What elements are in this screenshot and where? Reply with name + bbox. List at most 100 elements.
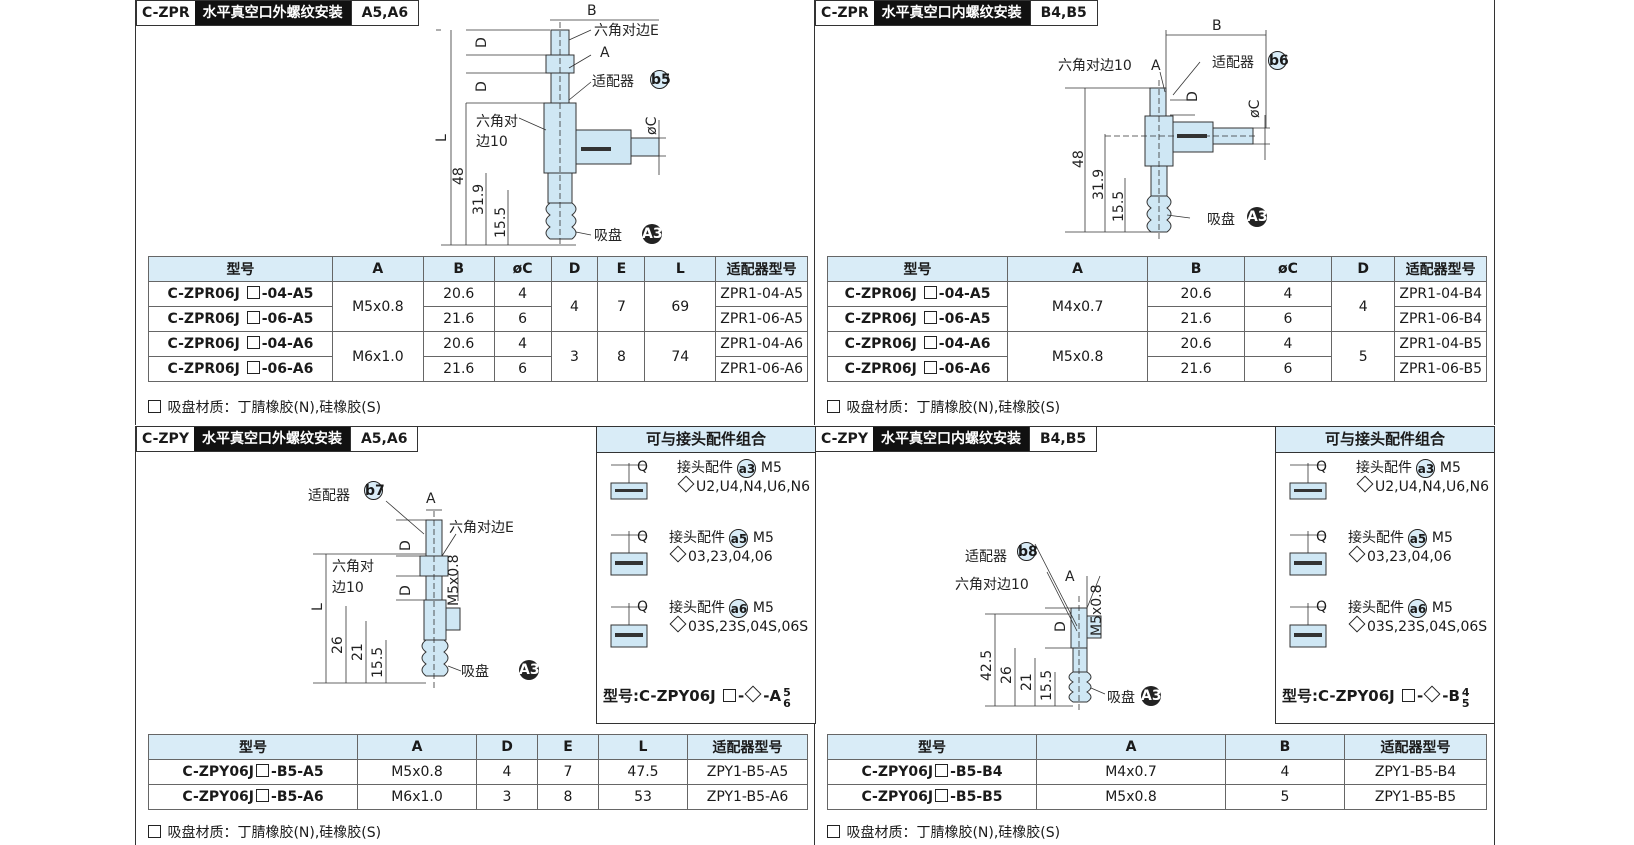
col-b: B [422, 256, 495, 282]
series-code: C-ZPR [142, 5, 190, 21]
cell-c: 6 [493, 306, 552, 332]
cell-c: 6 [1244, 356, 1332, 382]
col-e: E [537, 734, 599, 760]
dim-d1: D [398, 540, 414, 551]
adapter-badge: b6 [1268, 51, 1289, 70]
dim-oc: øC [644, 116, 660, 135]
panel-header: C-ZPY 水平真空口外螺纹安装 A5,A6 [136, 426, 419, 452]
combo-title: 可与接头配件组合 [1276, 427, 1494, 453]
adapter-badge: b7 [364, 481, 385, 500]
dim-d1: D [474, 37, 490, 48]
cell-b: 21.6 [1147, 306, 1246, 332]
table-row: C-ZPR06J -04-A6 M5x0.8 20.6 4 5 ZPR1-04-… [826, 331, 1487, 382]
col-adapter: 适配器型号 [1394, 256, 1487, 282]
panel-header: C-ZPR 水平真空口内螺纹安装 B4,B5 [815, 0, 1098, 26]
dim-a: A [426, 491, 436, 507]
col-d: D [1330, 256, 1396, 282]
cell-adapter: ZPR1-04-A5 [715, 281, 808, 307]
col-b: B [1225, 734, 1345, 760]
cell-b: 5 [1225, 784, 1345, 810]
cell-e: 7 [597, 281, 646, 332]
fitting-combo-box: 可与接头配件组合 Q 接头配件 a3 M5 U2,U4,N4,U6,N6 Q 接… [596, 426, 816, 724]
col-adapter: 适配器型号 [715, 256, 808, 282]
cell-a: M6x1.0 [357, 784, 477, 810]
col-model: 型号 [148, 734, 358, 760]
dim-26: 26 [330, 636, 346, 654]
col-model: 型号 [826, 256, 1009, 282]
cell-a: M5x0.8 [331, 281, 424, 332]
spec-table: 型号 A B 适配器型号 C-ZPY06J-B5-B4 M4x0.7 4 ZPY… [827, 734, 1487, 810]
dim-31-9: 31.9 [471, 184, 487, 215]
table-row: C-ZPR06J -04-A5 M5x0.8 20.6 4 4 7 69 ZPR… [148, 281, 808, 332]
cell-model: C-ZPY06J-B5-B4 [827, 759, 1037, 785]
cell-e: 7 [537, 759, 599, 785]
dim-15-5: 15.5 [493, 207, 509, 238]
fitting-icons [610, 463, 648, 648]
col-l: L [644, 256, 717, 282]
dim-15-5: 15.5 [1039, 670, 1055, 701]
cell-l: 47.5 [598, 759, 688, 785]
col-a: A [331, 256, 424, 282]
panel-models: B4,B5 [1028, 427, 1096, 451]
dim-d2: D [474, 81, 490, 92]
fitting-q: Q [637, 529, 649, 545]
cell-l: 74 [644, 331, 717, 382]
label-hex10-line1: 六角对 [332, 559, 374, 575]
col-c: øC [493, 256, 552, 282]
cell-d: 3 [476, 784, 538, 810]
cell-d: 4 [550, 281, 599, 332]
label-hex-e: 六角对边E [449, 520, 514, 536]
table-row: C-ZPR06J -04-A6 M6x1.0 20.6 4 3 8 74 ZPR… [148, 331, 808, 382]
fitting-q: Q [1316, 529, 1328, 545]
fitting-q: Q [637, 599, 649, 615]
cell-b: 20.6 [422, 331, 495, 357]
cell-adapter: ZPR1-06-B4 [1394, 306, 1487, 332]
cell-c: 4 [1244, 281, 1332, 307]
cell-a: M4x0.7 [1007, 281, 1149, 332]
dim-m5: M5x0.8 [1089, 584, 1105, 636]
dim-a: A [1151, 58, 1161, 74]
cell-model: C-ZPR06J -04-A5 [826, 281, 1009, 307]
material-note: 吸盘材质：丁腈橡胶(N),硅橡胶(S) [827, 822, 1060, 842]
panel-zpy-male: C-ZPY 水平真空口外螺纹安装 A5,A6 适配器 A 六角对边E 六角对 边… [135, 426, 816, 845]
fitting-badge: a3 [1416, 458, 1436, 478]
fitting-item-a5: 接头配件 a5 M5 03,23,04,06 [1348, 528, 1453, 565]
fitting-badge: a6 [1408, 598, 1428, 618]
table-row: C-ZPY06J-B5-B5 M5x0.8 5 ZPY1-B5-B5 [827, 784, 1487, 810]
dim-42-5: 42.5 [979, 650, 995, 681]
drawing-zpy-female: 适配器 A 六角对边10 D M5x0.8 42.5 26 21 15.5 吸盘 [955, 543, 1135, 711]
cell-c: 4 [1244, 331, 1332, 357]
cell-d: 3 [550, 331, 599, 382]
spec-table: 型号 A B øC D E L 适配器型号 C-ZPR06J -04-A5 M5… [148, 256, 808, 382]
col-a: A [357, 734, 477, 760]
panel-title: 水平真空口内螺纹安装 [872, 427, 1029, 451]
cell-model: C-ZPR06J -06-A6 [148, 356, 333, 382]
pad-badge: A3 [519, 660, 540, 680]
cell-e: 8 [597, 331, 646, 382]
cell-a: M5x0.8 [357, 759, 477, 785]
label-adapter: 适配器 [592, 74, 634, 90]
table-header-row: 型号 A B 适配器型号 [827, 734, 1487, 760]
label-pad: 吸盘 [1207, 211, 1235, 228]
cell-d: 4 [476, 759, 538, 785]
panel-zpy-female: C-ZPY 水平真空口内螺纹安装 B4,B5 适配器 A 六角对边10 D M5… [815, 426, 1495, 845]
material-note: 吸盘材质：丁腈橡胶(N),硅橡胶(S) [148, 822, 381, 842]
cell-e: 8 [537, 784, 599, 810]
cell-a: M4x0.7 [1036, 759, 1226, 785]
cell-model: C-ZPR06J -06-A5 [826, 306, 1009, 332]
col-d: D [476, 734, 538, 760]
dim-d: D [1185, 91, 1201, 102]
fitting-q: Q [1316, 459, 1328, 475]
col-adapter: 适配器型号 [1344, 734, 1487, 760]
col-b: B [1147, 256, 1246, 282]
dim-b: B [587, 3, 597, 19]
dim-15-5: 15.5 [1111, 191, 1127, 222]
cell-b: 4 [1225, 759, 1345, 785]
spec-table: 型号 A D E L 适配器型号 C-ZPY06J-B5-A5 M5x0.8 4… [148, 734, 808, 810]
cell-b: 20.6 [1147, 281, 1246, 307]
panel-header: C-ZPY 水平真空口内螺纹安装 B4,B5 [815, 426, 1098, 452]
cell-model: C-ZPR06J -06-A6 [826, 356, 1009, 382]
cell-adapter: ZPR1-06-B5 [1394, 356, 1487, 382]
cell-adapter: ZPR1-04-B5 [1394, 331, 1487, 357]
